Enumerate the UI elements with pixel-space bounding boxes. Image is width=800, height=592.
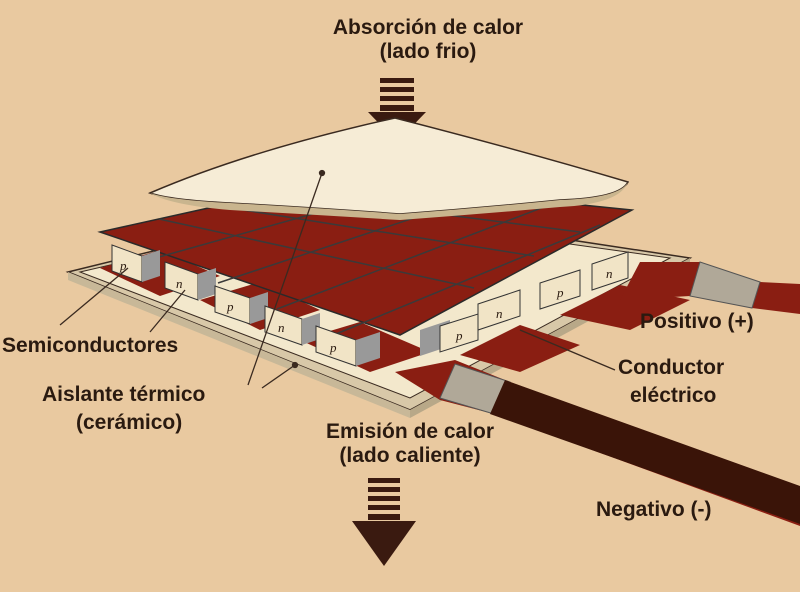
svg-text:p: p — [119, 258, 127, 273]
leader-lines — [59, 169, 616, 389]
semiconductor-blocks: p n p n p p n p n — [111, 244, 629, 367]
top-ceramic-plate — [147, 117, 630, 220]
semiconductor-block: n — [591, 251, 629, 291]
svg-text:n: n — [278, 320, 285, 335]
insulator-label-line1: Aislante térmico — [42, 383, 206, 406]
positive-label: Positivo (+) — [640, 310, 754, 333]
bottom-title-line1: Emisión de calor — [325, 420, 495, 443]
svg-text:n: n — [176, 276, 183, 291]
svg-text:p: p — [556, 285, 564, 300]
svg-text:p: p — [455, 328, 463, 343]
svg-text:p: p — [226, 299, 234, 314]
semiconductor-block: p — [420, 313, 479, 356]
negative-wire — [395, 360, 800, 526]
title-line1: Absorción de calor — [332, 16, 524, 39]
semiconductor-block: p — [539, 269, 581, 310]
conductor-label-line2: eléctrico — [630, 384, 717, 407]
svg-text:p: p — [329, 340, 337, 355]
negative-label: Negativo (-) — [596, 498, 712, 521]
bottom-title-line2: (lado caliente) — [339, 444, 481, 467]
semiconductors-label: Semiconductores — [2, 334, 179, 357]
positive-wire — [620, 261, 800, 314]
semiconductor-block: p — [315, 325, 380, 367]
svg-text:n: n — [606, 266, 613, 281]
semiconductor-block: n — [264, 305, 320, 346]
semiconductor-block: n — [164, 261, 216, 301]
insulator-label-line2: (cerámico) — [76, 411, 183, 434]
semiconductor-block: p — [214, 285, 268, 325]
semiconductor-block: n — [477, 289, 521, 331]
heat-emission-title: Emisión de calor (lado caliente) — [280, 420, 540, 468]
title-line2: (lado frio) — [379, 40, 477, 63]
svg-text:n: n — [496, 306, 503, 321]
heat-absorption-title: Absorción de calor (lado frio) — [298, 16, 558, 64]
heat-emission-arrow — [352, 478, 416, 566]
conductor-label-line1: Conductor — [618, 356, 725, 379]
semiconductor-block: p — [111, 244, 160, 283]
